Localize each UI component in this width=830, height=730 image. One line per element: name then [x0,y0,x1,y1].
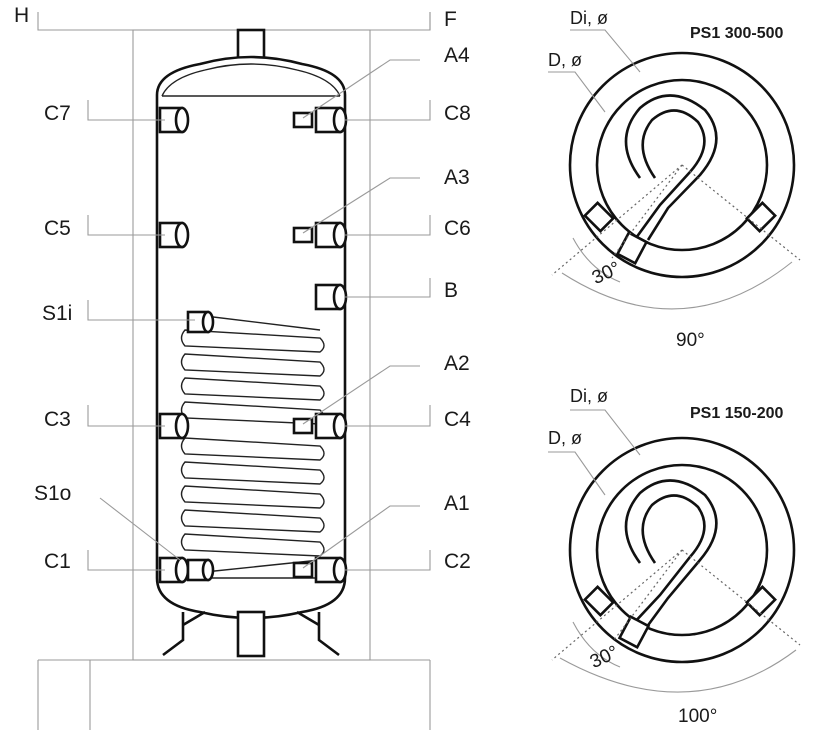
outer-angle-label: 100° [678,706,717,727]
inner-circle [595,463,769,637]
coil-loop-inner [634,109,706,239]
left-port [583,201,615,233]
label-c4: C4 [444,408,471,431]
coil-loop-outer [624,479,718,629]
label-f: F [444,8,457,31]
connection-c8 [292,106,348,134]
inner-circle [595,78,769,252]
outer-angle-arc [559,649,797,693]
d-label: D, ø [548,50,582,70]
inner-angle-arc [572,237,621,283]
left-leg [162,610,206,657]
connection-c5 [158,221,190,249]
connection-c2 [292,556,348,584]
outer-angle-label: 90° [676,330,705,351]
angle-guides [551,164,801,276]
connection-c3 [158,412,190,440]
coil-port [615,230,649,266]
connection-c7 [158,106,190,134]
label-c8: C8 [444,102,471,125]
coil-inlet-s1i [186,310,215,334]
d-label: D, ø [548,428,582,448]
tank-elevation: H F A4 C7 C8 A3 C5 C6 B S1i A2 C3 C4 S1o… [14,4,471,730]
coil-loop-outer [624,94,718,241]
di-label: Di, ø [570,8,608,28]
coil-loop-inner [631,494,706,626]
height-dimension-line [37,12,431,31]
label-c3: C3 [44,408,71,431]
plan-view-300-500: PS1 300-500 Di, ø D, ø 30° 90° [548,8,801,351]
plan-title: PS1 300-500 [690,25,784,42]
label-a3: A3 [444,166,470,189]
plan-title: PS1 150-200 [690,405,784,422]
label-c7: C7 [44,102,71,125]
outer-angle-arc [561,261,793,310]
inner-angle-label: 30° [589,258,624,289]
label-s1o: S1o [34,482,71,505]
left-port [583,585,615,617]
label-c1: C1 [44,550,71,573]
label-b: B [444,279,458,302]
di-label: Di, ø [570,386,608,406]
label-c2: C2 [444,550,471,573]
outer-circle [568,51,796,279]
angle-guides [551,549,801,661]
bottom-drain-nozzle [236,610,266,658]
label-c6: C6 [444,217,471,240]
label-c5: C5 [44,217,71,240]
coil-outlet-s1o [186,558,215,582]
label-a4: A4 [444,44,470,67]
label-a2: A2 [444,352,470,375]
label-s1i: S1i [42,302,72,325]
leader-lines [87,12,431,571]
connection-c6 [292,221,348,249]
connection-b [314,283,348,311]
inner-angle-label: 30° [587,642,622,673]
right-port [745,585,777,617]
right-leg [296,610,340,657]
coil-port [617,614,651,650]
inner-angle-arc [572,621,621,668]
outer-circle [568,436,796,664]
top-dome-inner [161,63,341,97]
top-outlet-nozzle [236,28,266,60]
label-h: H [14,4,29,27]
plan-view-150-200: PS1 150-200 Di, ø D, ø 30° 100° [548,386,801,727]
right-port [745,201,777,233]
label-a1: A1 [444,492,470,515]
